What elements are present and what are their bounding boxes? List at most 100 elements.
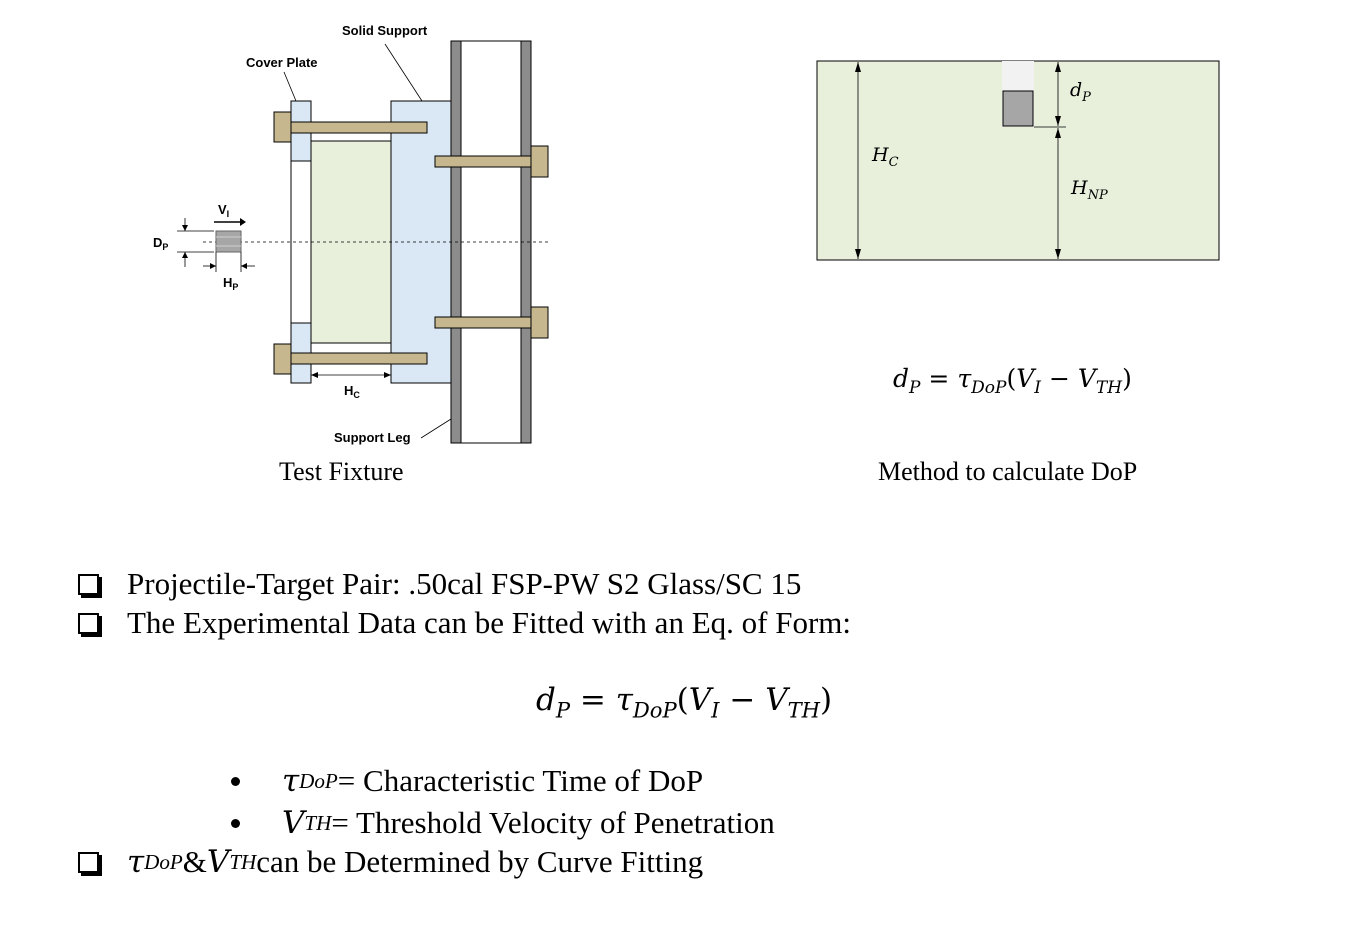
eq-tau-sub: DoP (971, 377, 1007, 398)
projectile (215, 230, 242, 253)
symbol-vth-sub: TH (229, 849, 257, 874)
bullet-item: The Experimental Data can be Fitted with… (78, 605, 851, 641)
checkbox-bullet-icon (78, 612, 99, 634)
hnp-arrowhead-bottom (1055, 249, 1061, 259)
checkbox-bullet-icon (78, 851, 99, 873)
dot-bullet-icon (231, 818, 240, 828)
vi-label-sub: I (227, 209, 230, 219)
svg-text:DP: DP (153, 235, 168, 252)
bullet-text: can be Determined by Curve Fitting (256, 844, 704, 879)
support-leg-label: Support Leg (334, 430, 411, 445)
bolt-shaft-bottom-left (290, 352, 428, 365)
symbol-tau-sub: DoP (299, 768, 338, 793)
eq-v1-sub: I (1034, 377, 1042, 398)
dp-math-sub: P (1081, 90, 1091, 105)
dp-label: D (153, 235, 162, 250)
dp-arrowhead-top (1055, 62, 1061, 72)
bolt-shaft-bottom-right (434, 316, 532, 329)
test-fixture-caption: Test Fixture (279, 457, 404, 486)
dp-arrowhead-bottom (1055, 116, 1061, 126)
bolt-shaft-top-left (290, 121, 428, 134)
eq-open-paren: ( (676, 682, 689, 718)
bolt-head-top-left (273, 111, 292, 143)
solid-support-label: Solid Support (342, 23, 428, 38)
hp-arrowhead-left (210, 263, 216, 269)
dp-math-label: d (1070, 79, 1082, 101)
checkbox-bullet-icon (78, 573, 99, 595)
hc-arrowhead-bottom (855, 249, 861, 259)
eq-close-paren: ) (1122, 364, 1132, 393)
hc-arrowhead-top (855, 62, 861, 72)
cover-plate-leader (283, 71, 297, 102)
bolt-head-bottom-left (273, 343, 292, 375)
eq-equals: = (920, 364, 958, 393)
bullet-item: Projectile-Target Pair: .50cal FSP-PW S2… (78, 566, 801, 602)
sub-bullet-text: = Characteristic Time of DoP (337, 763, 704, 798)
eq-open-paren: ( (1006, 364, 1017, 393)
eq-v2: V (765, 682, 788, 718)
eq-lhs: d (893, 364, 910, 393)
eq-v1-sub: I (711, 697, 720, 723)
dp-label-sub: P (162, 242, 168, 252)
bullet-text: The Experimental Data can be Fitted with… (127, 605, 851, 640)
hp-label: H (223, 275, 232, 290)
main-equation: dP = τDoP(VI − VTH) (536, 682, 832, 722)
symbol-vth: V (206, 844, 230, 880)
symbol-tau-sub: DoP (144, 849, 183, 874)
eq-minus: − (1041, 364, 1078, 393)
svg-text:HC: HC (344, 383, 360, 400)
dot-bullet-icon (231, 776, 240, 786)
solid-support-leader (384, 43, 423, 102)
right-equation: dP = τDoP(VI − VTH) (893, 364, 1132, 398)
eq-v2: V (1077, 364, 1096, 393)
eq-v1: V (688, 682, 712, 718)
symbol-vth: V (282, 805, 305, 841)
eq-minus: − (719, 682, 766, 718)
eq-lhs: d (536, 682, 556, 718)
eq-close-paren: ) (820, 682, 833, 718)
eq-tau-sub: DoP (632, 697, 677, 723)
hc-math-sub: C (889, 155, 899, 170)
support-leg-leader (420, 418, 452, 439)
bolt-shaft-top-right (434, 155, 532, 168)
symbol-tau: τ (127, 844, 145, 880)
ampersand: & (182, 844, 207, 879)
symbol-vth-sub: TH (304, 810, 332, 835)
dop-method-caption: Method to calculate DoP (878, 457, 1138, 486)
cover-plate-label: Cover Plate (246, 55, 318, 70)
svg-text:HNP: HNP (1070, 177, 1108, 203)
svg-text:HP: HP (223, 275, 238, 292)
test-fixture-diagram: VI DP HP HC Solid Support Cover Plate Su… (153, 23, 549, 445)
bolt-head-bottom-right (530, 306, 549, 339)
eq-lhs-sub: P (555, 697, 571, 723)
eq-v2-sub: TH (787, 697, 821, 723)
hp-label-sub: P (232, 282, 238, 292)
dop-method-diagram: HC dP HNP (816, 60, 1220, 261)
hnp-math-sub: NP (1087, 188, 1108, 203)
hc-arrowhead-right (384, 372, 391, 378)
svg-text:HC: HC (871, 144, 899, 170)
dp-arrowhead-bottom (182, 252, 188, 258)
vi-label: V (218, 202, 227, 217)
hnp-arrowhead-top (1055, 128, 1061, 138)
projectile-in-target (1002, 90, 1034, 127)
hc-label-sub: C (353, 390, 360, 400)
hc-math-label: H (871, 144, 889, 166)
hnp-math-label: H (1070, 177, 1088, 199)
eq-lhs-sub: P (909, 377, 921, 398)
eq-equals: = (570, 682, 616, 718)
hc-arrowhead-left (311, 372, 318, 378)
hc-label: H (344, 383, 353, 398)
sub-bullet-text: = Threshold Velocity of Penetration (331, 805, 775, 840)
eq-tau: τ (957, 364, 972, 393)
eq-v1: V (1016, 364, 1035, 393)
vi-arrowhead (240, 218, 246, 226)
eq-tau: τ (615, 682, 633, 718)
svg-text:dP: dP (1070, 79, 1091, 105)
hp-arrowhead-right (241, 263, 247, 269)
symbol-tau: τ (282, 763, 300, 799)
dp-arrowhead-top (182, 225, 188, 231)
